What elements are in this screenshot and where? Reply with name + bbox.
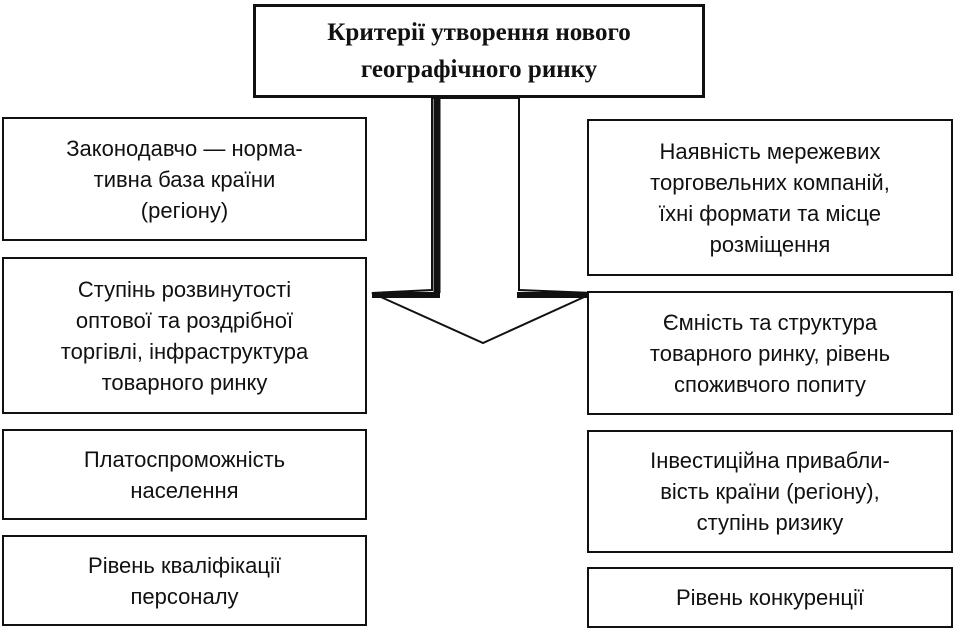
block-arrow [371, 97, 594, 345]
criterion-label: Ємність та структура товарного ринку, рі… [649, 309, 891, 397]
criterion-label: Наявність мережевих торговельних компані… [650, 138, 890, 257]
criterion-label: Законодавчо — норма- тивна база країни (… [66, 135, 303, 223]
criterion-label: Рівень кваліфікації персоналу [88, 552, 281, 609]
criterion-investment-attractiveness: Інвестиційна привабли- вість країни (рег… [587, 430, 953, 553]
diagram-title: Критерії утворення нового географічного … [327, 19, 631, 83]
diagram-title-box: Критерії утворення нового географічного … [253, 4, 705, 98]
criterion-retail-networks: Наявність мережевих торговельних компані… [587, 119, 953, 276]
criterion-legal-framework: Законодавчо — норма- тивна база країни (… [2, 117, 367, 241]
criterion-label: Рівень конкуренції [675, 585, 865, 610]
criterion-label: Інвестиційна привабли- вість країни (рег… [650, 448, 890, 535]
criterion-label: Ступінь розвинутості оптової та роздрібн… [60, 276, 309, 395]
criterion-market-capacity: Ємність та структура товарного ринку, рі… [587, 291, 953, 415]
criterion-label: Платоспроможність населення [83, 446, 286, 503]
criterion-competition-level: Рівень конкуренції [587, 567, 953, 628]
criterion-staff-qualification: Рівень кваліфікації персоналу [2, 535, 367, 626]
criterion-purchasing-power: Платоспроможність населення [2, 429, 367, 520]
criterion-trade-development: Ступінь розвинутості оптової та роздрібн… [2, 257, 367, 414]
